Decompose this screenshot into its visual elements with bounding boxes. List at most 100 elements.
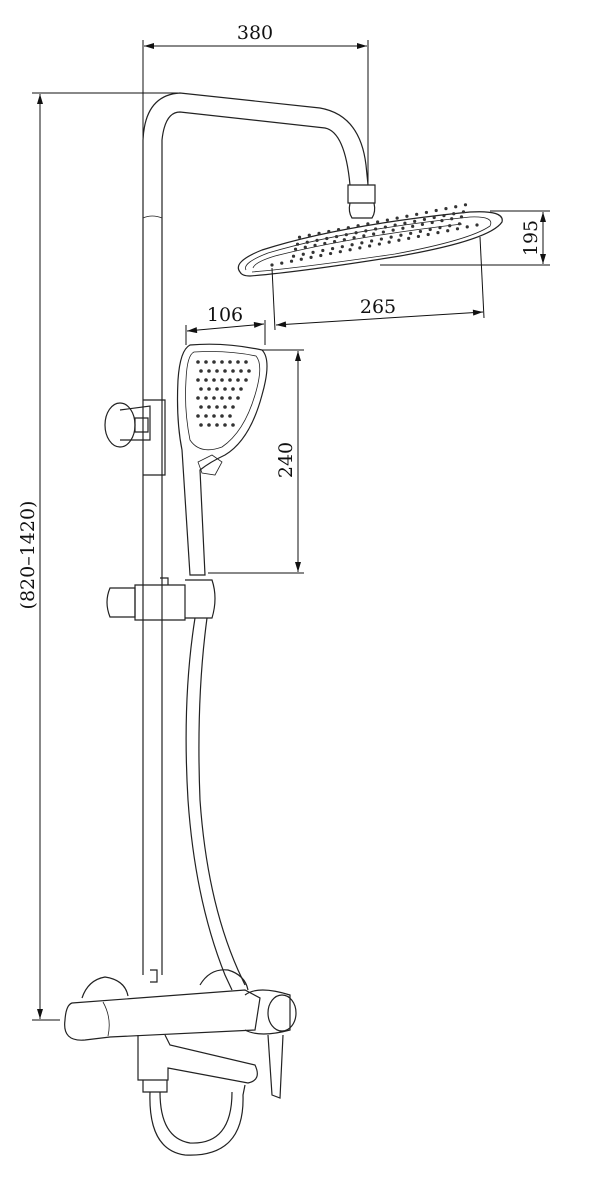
nozzle-dot — [376, 220, 380, 224]
nozzle-dot — [364, 229, 368, 233]
nozzle-dot — [370, 239, 374, 243]
dimension-label-total-height: (820–1420) — [17, 501, 39, 610]
handshower-nozzle-dot — [239, 387, 243, 391]
handshower-nozzle-dot — [212, 396, 216, 400]
nozzle-dot — [305, 240, 309, 244]
handshower-nozzle-dot — [212, 378, 216, 382]
nozzle-dot — [307, 233, 311, 237]
nozzle-dot — [420, 222, 425, 227]
handshower-nozzle-dot — [207, 369, 211, 373]
nozzle-dot — [280, 261, 284, 265]
nozzle-dot — [434, 208, 438, 213]
nozzle-dot — [416, 234, 421, 239]
nozzle-dot — [319, 253, 323, 258]
handshower-nozzle-dot — [204, 378, 208, 382]
handshower-nozzle-dot — [223, 369, 227, 373]
rain-shower-head — [237, 203, 503, 277]
dimension-label-240: 240 — [275, 442, 297, 478]
nozzle-dot — [391, 228, 395, 232]
nozzle-dot — [374, 227, 378, 231]
hand-shower — [176, 343, 268, 576]
handshower-nozzle-dot — [196, 414, 200, 418]
handshower-nozzle-dot — [207, 405, 211, 409]
nozzle-dot — [438, 226, 442, 230]
nozzle-dot — [465, 225, 469, 229]
nozzle-dot — [291, 254, 296, 258]
nozzle-dot — [407, 236, 411, 240]
nozzle-dot — [385, 218, 389, 222]
handshower-nozzle-dot — [231, 405, 235, 409]
dimension-label-195: 195 — [520, 220, 542, 256]
nozzle-dot — [448, 224, 452, 228]
nozzle-dot — [442, 214, 446, 218]
nozzle-dot — [401, 226, 405, 230]
nozzle-dot — [321, 248, 325, 253]
nozzle-dot — [405, 214, 409, 218]
dimension-handshower-length: 240 — [208, 349, 304, 574]
nozzle-dot — [323, 241, 327, 246]
handshower-nozzle-dot — [228, 360, 232, 364]
handshower-nozzle-dot — [215, 387, 219, 391]
nozzle-dot — [299, 257, 303, 261]
nozzle-dot — [397, 238, 401, 242]
nozzle-dot — [463, 203, 468, 207]
nozzle-dot — [270, 263, 274, 267]
nozzle-dot — [387, 240, 391, 244]
handshower-nozzle-dot — [220, 378, 224, 382]
nozzle-dot — [411, 224, 415, 228]
dimension-arm-reach: 380 — [142, 22, 369, 185]
nozzle-dot — [444, 207, 448, 211]
dimension-head-width: 265 — [271, 236, 485, 331]
handshower-nozzle-dot — [212, 360, 216, 364]
handshower-nozzle-dot — [196, 360, 200, 364]
nozzle-dot — [297, 235, 302, 239]
handshower-nozzle-dot — [223, 423, 227, 427]
handshower-nozzle-dot — [215, 369, 219, 373]
handshower-nozzle-dot — [212, 414, 216, 418]
handshower-nozzle-dot — [199, 423, 203, 427]
handshower-nozzle-dot — [220, 396, 224, 400]
nozzle-dot — [334, 234, 339, 239]
dimension-handshower-width: 106 — [185, 304, 266, 345]
nozzle-dot — [358, 246, 362, 250]
nozzle-dot — [301, 252, 305, 256]
nozzle-dot — [327, 229, 331, 234]
nozzle-dot — [413, 219, 417, 223]
slide-bar-holder — [106, 577, 216, 621]
nozzle-dot — [432, 215, 436, 220]
nozzle-dot — [383, 225, 387, 229]
handshower-nozzle-dot — [215, 423, 219, 427]
handshower-nozzle-dot — [204, 360, 208, 364]
nozzle-dot — [459, 215, 464, 219]
handshower-nozzle-dot — [207, 423, 211, 427]
handshower-nozzle-dot — [231, 369, 235, 373]
nozzle-dot — [403, 221, 407, 225]
handshower-nozzle-dot — [228, 396, 232, 400]
nozzle-dot — [428, 227, 432, 232]
handshower-nozzle-dot — [196, 396, 200, 400]
nozzle-dot — [313, 243, 317, 247]
nozzle-dot — [293, 247, 298, 251]
handshower-nozzle-dot — [196, 378, 200, 382]
nozzle-dot — [446, 229, 450, 233]
nozzle-dot — [461, 210, 466, 214]
dimension-label-380: 380 — [237, 22, 273, 44]
nozzle-dot — [289, 259, 294, 263]
handshower-nozzle-dot — [228, 378, 232, 382]
nozzle-dot — [342, 238, 346, 242]
nozzle-dot — [344, 233, 348, 237]
nozzle-dot — [457, 222, 462, 226]
nozzle-dot — [311, 250, 315, 254]
handshower-nozzle-dot — [231, 423, 235, 427]
handshower-nozzle-dot — [236, 378, 240, 382]
shower-hose — [185, 617, 246, 991]
nozzle-dot — [338, 250, 342, 254]
dimension-head-height: 195 — [380, 210, 550, 266]
handshower-nozzle-dot — [199, 387, 203, 391]
nozzle-dot — [336, 227, 341, 232]
nozzle-dot — [332, 239, 337, 244]
nozzle-dot — [399, 233, 403, 237]
nozzle-dot — [426, 232, 430, 237]
nozzle-dot — [315, 238, 319, 242]
